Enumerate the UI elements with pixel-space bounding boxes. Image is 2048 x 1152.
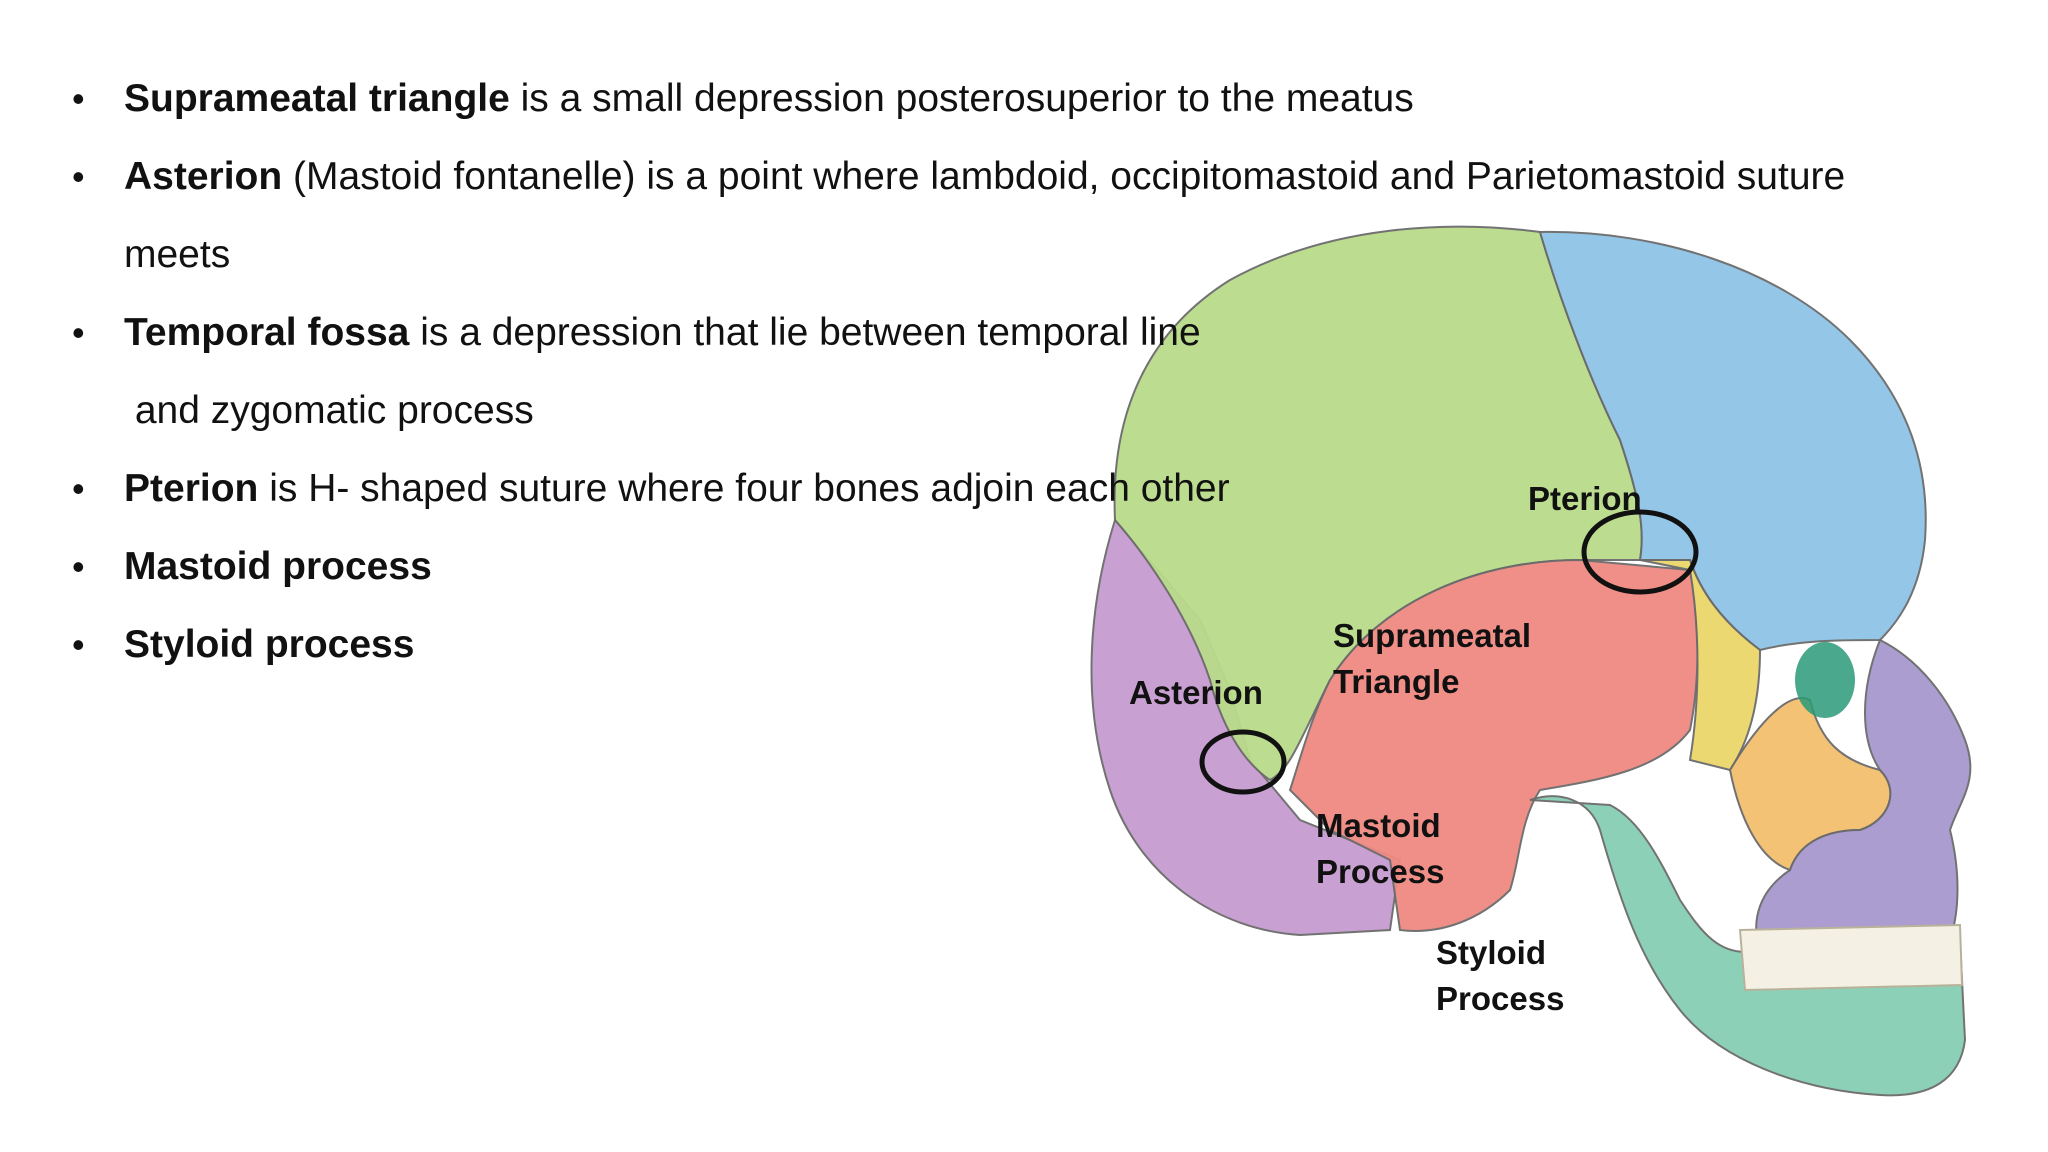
- teeth: [1738, 923, 1964, 992]
- occipital-bone: [1090, 517, 1402, 937]
- bullet-dot: •: [72, 312, 85, 353]
- bullet-term: Styloid process: [124, 623, 415, 666]
- bullet-text: is a small depression posterosuperior to…: [509, 77, 1414, 120]
- bullet-continuation: meets: [124, 233, 231, 276]
- bullet-dot: •: [72, 78, 85, 119]
- bullet-term: Asterion: [124, 155, 283, 198]
- bullet-term: Suprameatal triangle: [124, 77, 510, 120]
- maxilla-bone: [1755, 638, 1972, 952]
- bullet-mastoid-process: • Mastoid process: [70, 528, 1845, 606]
- label-suprameatal-triangle: Suprameatal Triangle: [1333, 613, 1531, 705]
- bullet-term: Temporal fossa: [124, 311, 410, 354]
- label-mastoid-process: Mastoid Process: [1316, 803, 1444, 895]
- bullet-asterion: • Asterion (Mastoid fontanelle) is a poi…: [70, 138, 1845, 294]
- label-line: Suprameatal: [1333, 617, 1532, 654]
- label-asterion: Asterion: [1129, 670, 1263, 716]
- temporal-bone: [1288, 558, 1699, 932]
- bullet-dot: •: [72, 156, 85, 197]
- label-line: Process: [1436, 980, 1565, 1017]
- bullet-text: is a depression that lie between tempora…: [409, 311, 1201, 354]
- label-line: Asterion: [1129, 674, 1263, 711]
- label-line: Process: [1316, 853, 1445, 890]
- bullet-dot: •: [72, 468, 85, 509]
- bullet-term: Pterion: [124, 467, 259, 510]
- bullet-dot: •: [72, 624, 85, 665]
- frontal-bone: [1538, 230, 1927, 652]
- bullet-styloid-process: • Styloid process: [70, 606, 1845, 684]
- bullet-pterion: • Pterion is H- shaped suture where four…: [70, 450, 1845, 528]
- pterion-marker: [1581, 509, 1699, 595]
- label-pterion: Pterion: [1528, 476, 1642, 522]
- orbit-socket: [1795, 642, 1855, 718]
- label-line: Mastoid: [1316, 807, 1441, 844]
- bullet-list: • Suprameatal triangle is a small depres…: [70, 60, 1845, 684]
- asterion-marker: [1199, 729, 1287, 795]
- bullet-dot: •: [72, 546, 85, 587]
- bullet-text: (Mastoid fontanelle) is a point where la…: [282, 155, 1846, 198]
- mandible-bone: [1529, 795, 1967, 1097]
- bullet-temporal-fossa: • Temporal fossa is a depression that li…: [70, 294, 1845, 450]
- label-line: Triangle: [1333, 663, 1460, 700]
- label-styloid-process: Styloid Process: [1436, 930, 1564, 1022]
- sphenoid-bone: [1639, 559, 1762, 772]
- bullet-term: Mastoid process: [124, 545, 432, 588]
- label-line: Pterion: [1528, 480, 1642, 517]
- bullet-suprameatal-triangle: • Suprameatal triangle is a small depres…: [70, 60, 1845, 138]
- label-line: Styloid: [1436, 934, 1547, 971]
- bullet-continuation: and zygomatic process: [124, 389, 534, 432]
- bullet-text: is H- shaped suture where four bones adj…: [258, 467, 1230, 510]
